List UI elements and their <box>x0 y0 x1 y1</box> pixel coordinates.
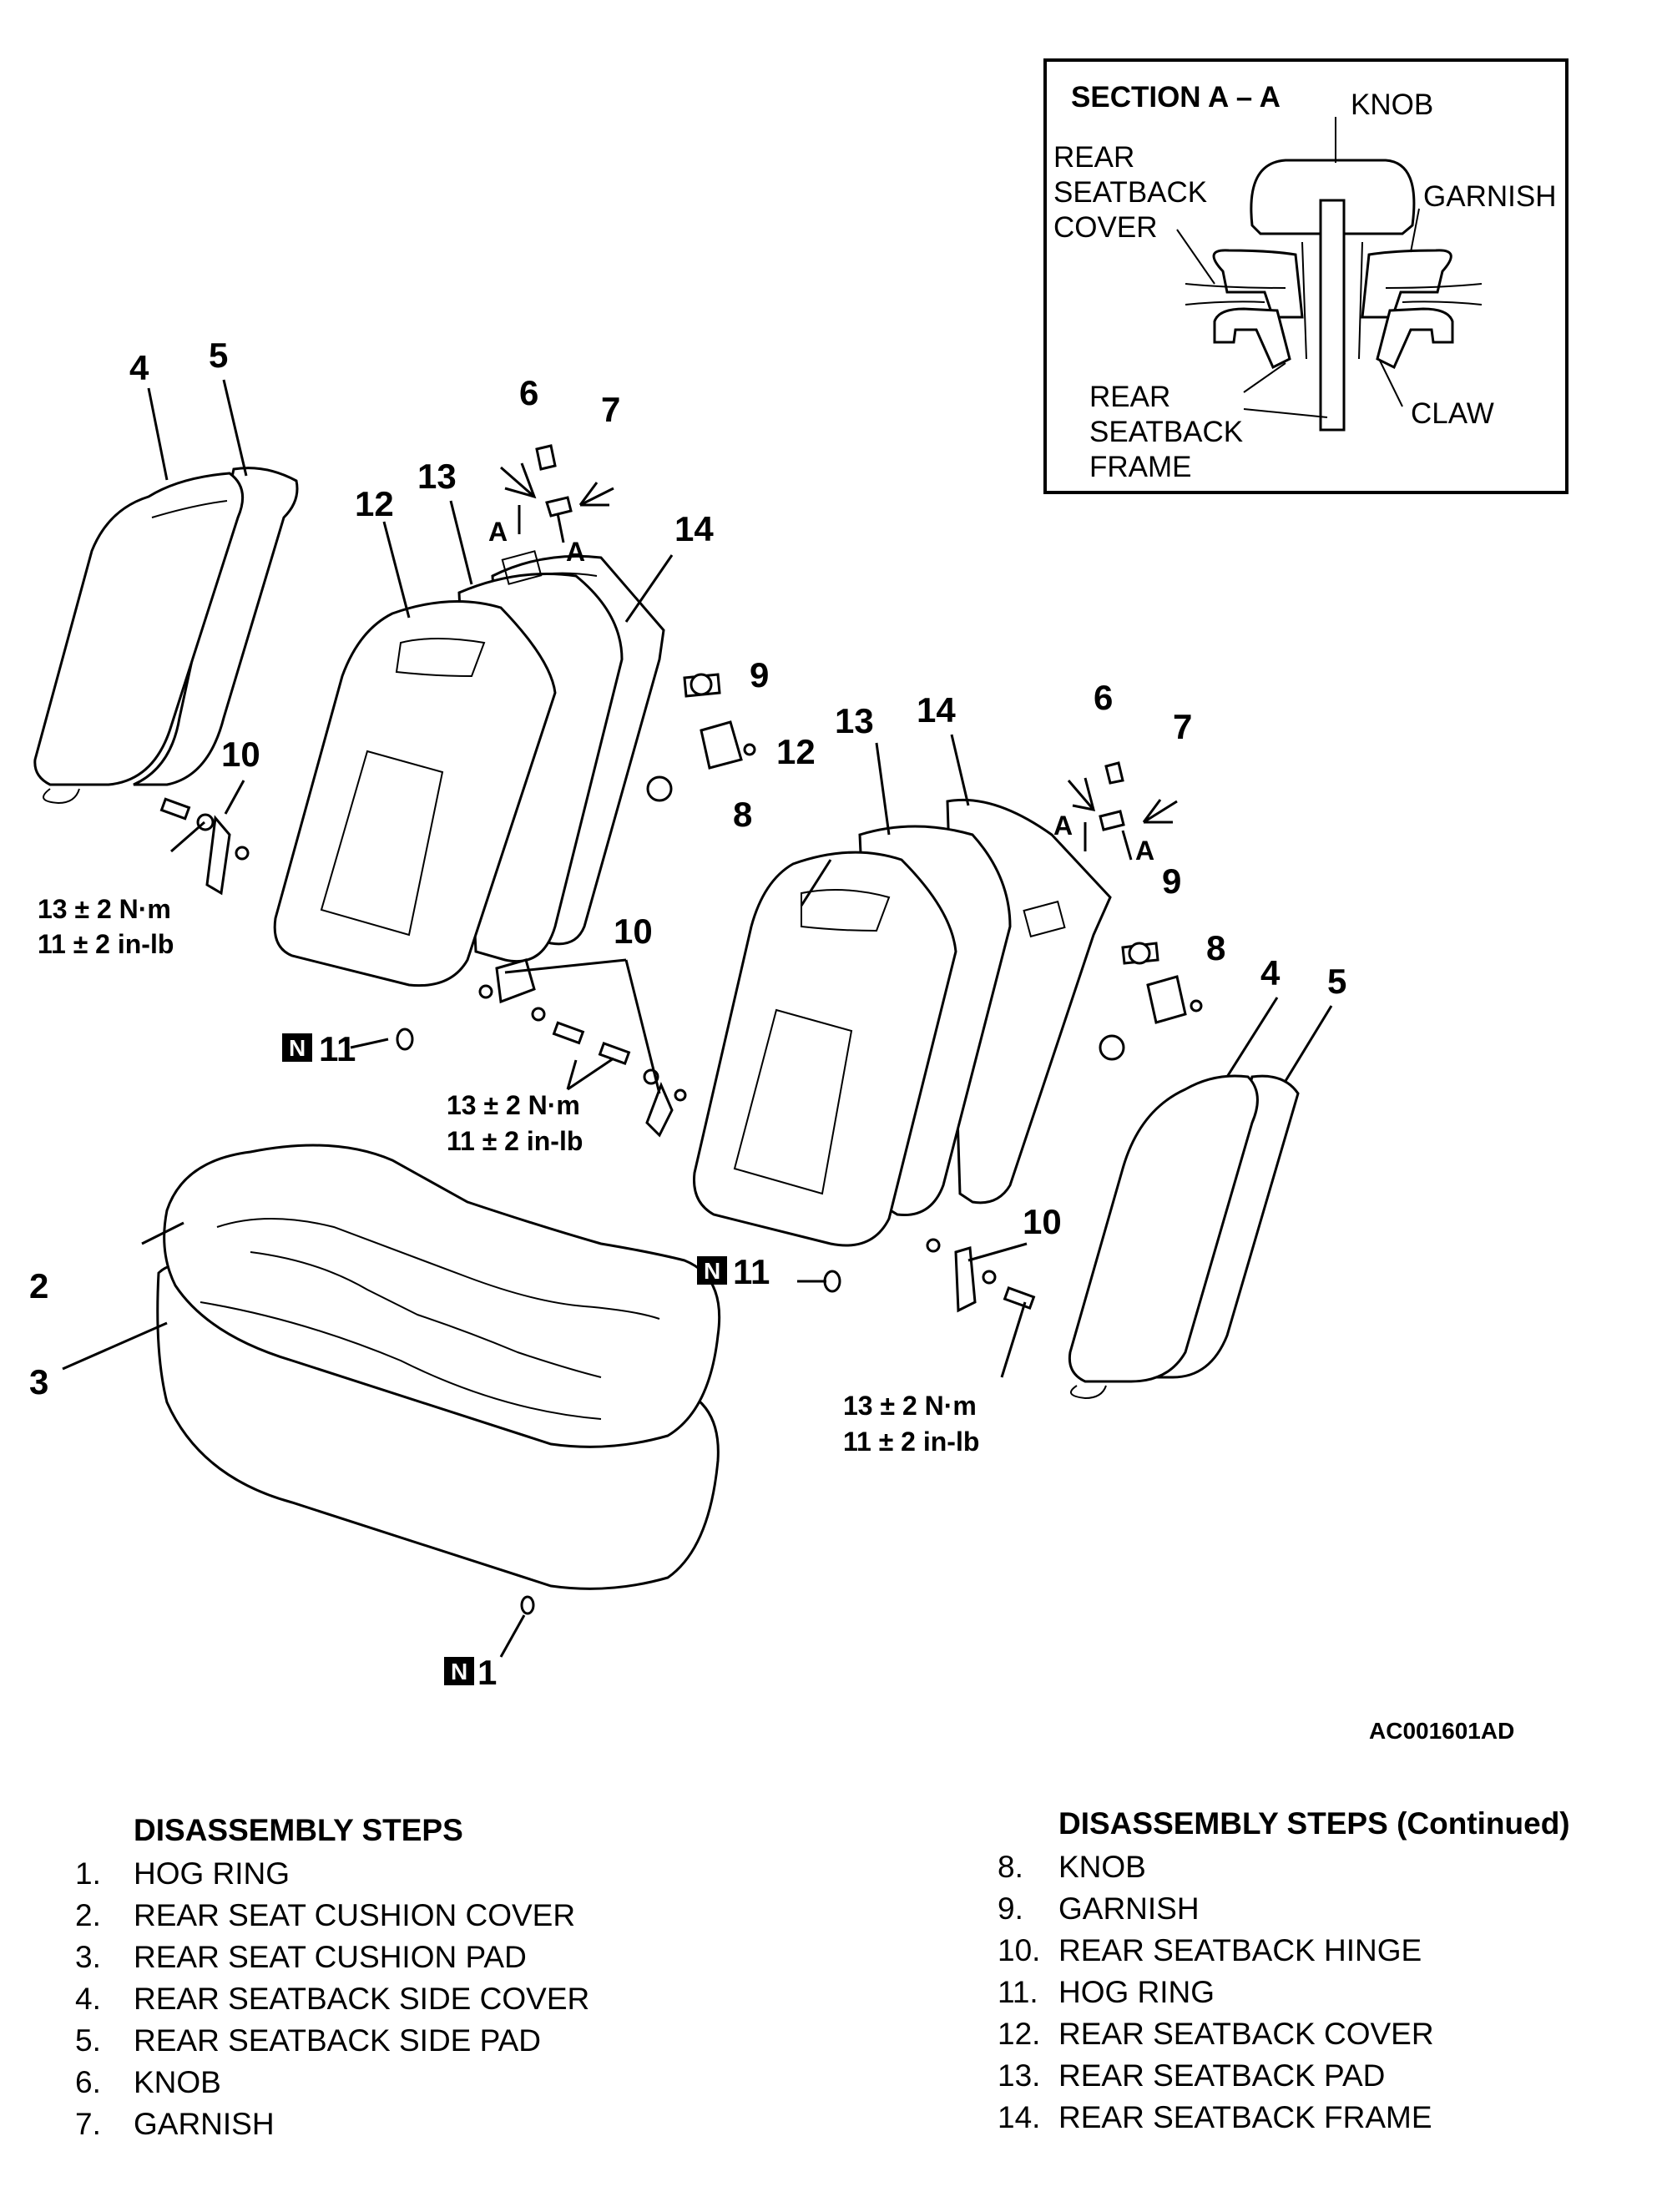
callout-1: 1 <box>477 1653 497 1692</box>
callout-13-right: 13 <box>835 701 874 740</box>
svg-text:11 ± 2 in-lb: 11 ± 2 in-lb <box>38 929 174 959</box>
callout-5-right: 5 <box>1327 962 1346 1001</box>
torque-spec-left: 13 ± 2 N·m 11 ± 2 in-lb <box>38 894 174 959</box>
section-arrow-a-1: A <box>488 517 508 547</box>
callout-10-left: 10 <box>221 735 260 774</box>
step-item: 10.REAR SEATBACK HINGE <box>998 1933 1422 1967</box>
callout-8-right: 8 <box>1206 928 1225 967</box>
right-hardware <box>823 942 1203 1313</box>
section-label-frame-3: FRAME <box>1089 451 1192 483</box>
section-label-cover-1: REAR <box>1053 141 1134 174</box>
section-label-frame-1: REAR <box>1089 381 1170 413</box>
section-label-cover-3: COVER <box>1053 211 1157 244</box>
step-item: 2.REAR SEAT CUSHION COVER <box>75 1898 576 1932</box>
left-seatback-cover <box>273 599 557 987</box>
section-label-claw: CLAW <box>1411 397 1494 430</box>
callout-8-left: 8 <box>733 795 752 834</box>
callout-5-left: 5 <box>209 336 228 375</box>
section-arrow-a-3: A <box>1053 811 1073 841</box>
new-part-marker-1: N 1 <box>444 1653 497 1692</box>
step-item: 11.HOG RING <box>998 1975 1215 2009</box>
step-item: 3.REAR SEAT CUSHION PAD <box>75 1940 527 1974</box>
svg-text:13 ± 2 N·m: 13 ± 2 N·m <box>447 1090 580 1120</box>
callout-7-right: 7 <box>1173 707 1192 746</box>
callout-11-left: 11 <box>319 1029 356 1068</box>
right-seatback-side-parts <box>1068 1074 1300 1400</box>
callout-9-right: 9 <box>1162 861 1181 901</box>
exploded-view-diagram: SECTION A – A KNOB GARNISH CLAW REAR SEA… <box>29 58 1568 1744</box>
left-side-pad <box>133 467 299 786</box>
step-item: 6.KNOB <box>75 2065 221 2099</box>
callout-9-left: 9 <box>750 655 769 694</box>
callout-12-left: 12 <box>355 484 394 523</box>
step-item: 13.REAR SEATBACK PAD <box>998 2058 1386 2093</box>
left-side-cover <box>33 472 245 786</box>
section-label-garnish: GARNISH <box>1423 180 1556 213</box>
left-knob-garnish <box>500 444 614 543</box>
steps-left-title: DISASSEMBLY STEPS <box>134 1813 463 1847</box>
left-hardware <box>159 673 756 1138</box>
right-knob-garnish <box>1067 761 1178 861</box>
step-item: 14.REAR SEATBACK FRAME <box>998 2100 1432 2134</box>
right-seatback-assembly <box>692 798 1112 1247</box>
callout-7-left: 7 <box>601 390 620 429</box>
torque-spec-center: 13 ± 2 N·m 11 ± 2 in-lb <box>447 1090 583 1156</box>
svg-text:13 ± 2 N·m: 13 ± 2 N·m <box>843 1391 977 1421</box>
torque-spec-right: 13 ± 2 N·m 11 ± 2 in-lb <box>843 1391 979 1457</box>
rear-seat-cushion <box>156 1144 721 1590</box>
step-item: 12.REAR SEATBACK COVER <box>998 2017 1434 2051</box>
callout-10-right: 10 <box>1023 1202 1062 1241</box>
step-item: 8.KNOB <box>998 1850 1146 1884</box>
callout-11-right: 11 <box>733 1252 770 1291</box>
step-item: 9.GARNISH <box>998 1891 1200 1926</box>
callout-14-left: 14 <box>674 509 714 548</box>
callout-3: 3 <box>29 1362 48 1401</box>
callout-12-right: 12 <box>776 732 816 771</box>
right-side-cover <box>1068 1074 1259 1383</box>
svg-text:11 ± 2 in-lb: 11 ± 2 in-lb <box>447 1126 583 1156</box>
section-label-frame-2: SEATBACK <box>1089 416 1243 448</box>
svg-text:11 ± 2 in-lb: 11 ± 2 in-lb <box>843 1427 979 1457</box>
new-part-marker-11-right: N 11 <box>697 1252 770 1291</box>
callout-4-right: 4 <box>1260 953 1281 992</box>
svg-text:N: N <box>289 1035 306 1061</box>
disassembly-steps-right: DISASSEMBLY STEPS (Continued) 8.KNOB 9.G… <box>998 1803 1570 2139</box>
svg-text:N: N <box>451 1659 467 1684</box>
callout-4-left: 4 <box>129 348 149 387</box>
disassembly-steps-left: DISASSEMBLY STEPS 1.HOG RING 2.REAR SEAT… <box>75 1810 589 2145</box>
callout-13-left: 13 <box>417 457 457 496</box>
section-label-knob: KNOB <box>1351 88 1433 121</box>
leader-lines <box>62 379 1333 1658</box>
section-label-cover-2: SEATBACK <box>1053 176 1207 209</box>
callout-6-right: 6 <box>1094 678 1113 717</box>
right-seatback-cover <box>692 851 957 1247</box>
step-item: 1.HOG RING <box>75 1856 290 1891</box>
svg-text:N: N <box>704 1258 720 1284</box>
new-part-marker-11-left: N 11 <box>282 1029 356 1068</box>
section-a-a-inset: SECTION A – A KNOB GARNISH CLAW REAR SEA… <box>1043 58 1568 494</box>
step-item: 7.GARNISH <box>75 2107 275 2141</box>
section-knob <box>1250 159 1416 235</box>
callout-2: 2 <box>29 1266 48 1305</box>
steps-right-title: DISASSEMBLY STEPS (Continued) <box>1058 1806 1570 1841</box>
section-arrow-a-4: A <box>1135 836 1154 866</box>
step-item: 5.REAR SEATBACK SIDE PAD <box>75 2023 541 2058</box>
callout-14-right: 14 <box>917 690 956 730</box>
figure-code: AC001601AD <box>1369 1718 1514 1744</box>
section-title: SECTION A – A <box>1071 81 1281 114</box>
left-seatback-assembly <box>273 550 665 987</box>
step-item: 4.REAR SEATBACK SIDE COVER <box>75 1982 590 2016</box>
svg-text:13 ± 2 N·m: 13 ± 2 N·m <box>38 894 171 924</box>
left-seatback-side-parts <box>33 467 299 805</box>
section-arrow-a-2: A <box>566 537 585 567</box>
callout-6-left: 6 <box>519 373 538 412</box>
callout-10-center: 10 <box>614 912 653 951</box>
